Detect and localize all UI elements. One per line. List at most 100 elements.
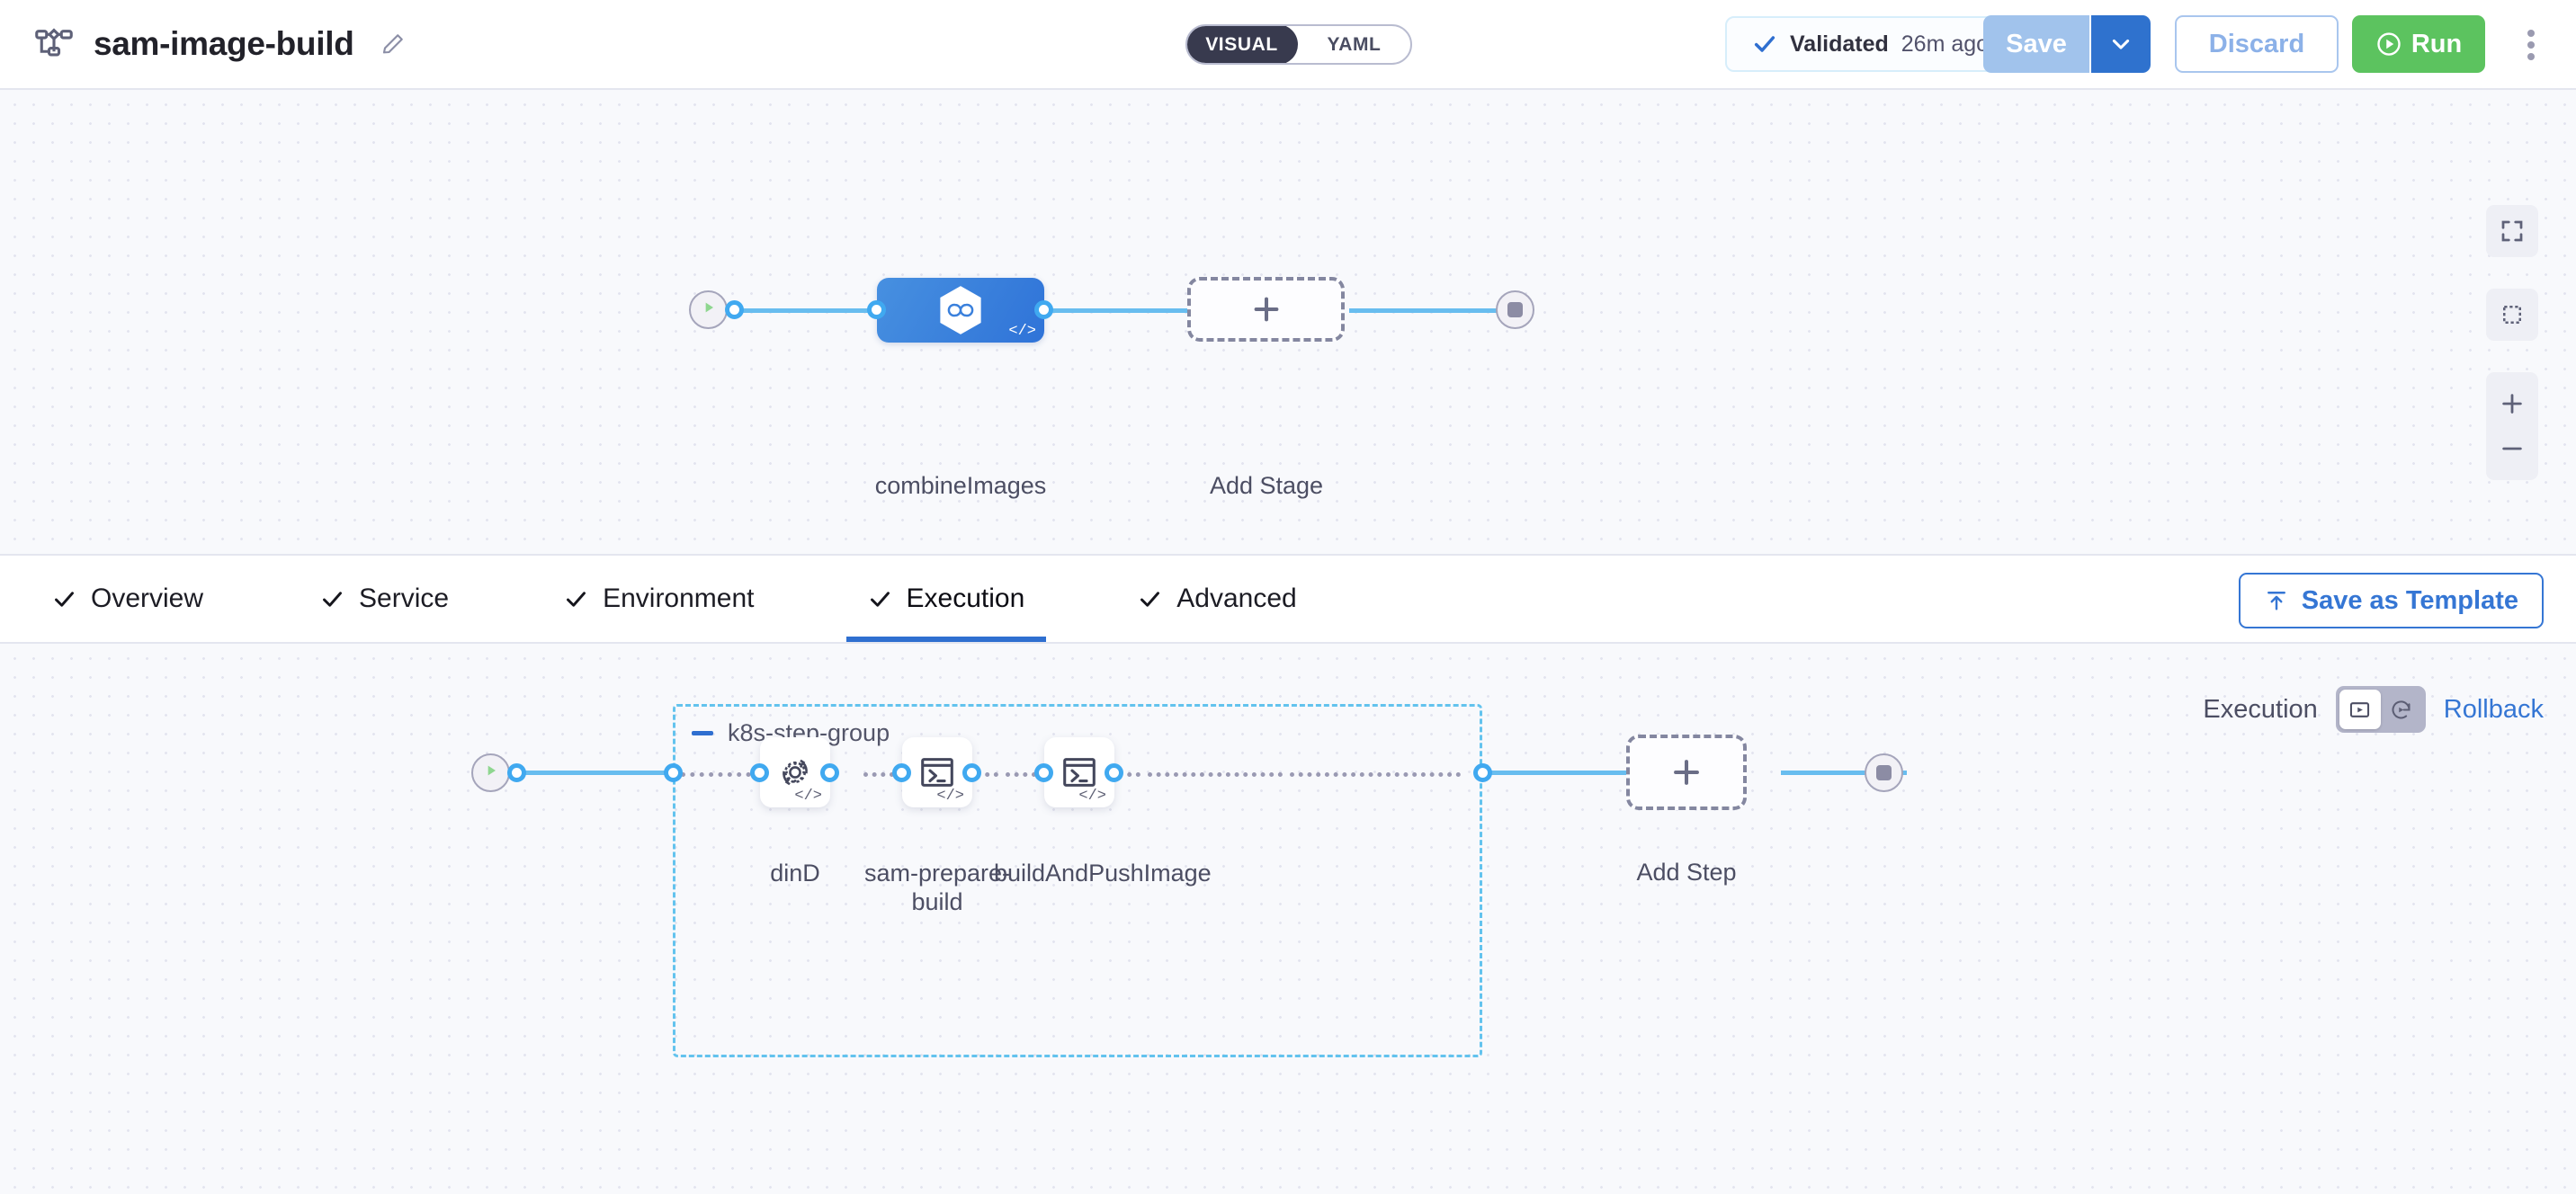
add-stage-button[interactable] [1187, 277, 1345, 342]
play-circle-icon [2375, 31, 2402, 58]
execution-mode-controls[interactable]: Execution Rol [2203, 686, 2544, 733]
stage-edge-end [1349, 308, 1516, 313]
stage-config-tabs[interactable]: Overview Service Environment Execution A… [0, 554, 2576, 644]
execution-mode-switch[interactable] [2335, 686, 2426, 733]
play-icon [700, 298, 718, 321]
fit-to-screen-button[interactable] [2486, 205, 2538, 257]
tab-visual[interactable]: VISUAL [1187, 26, 1298, 63]
plus-icon [2498, 389, 2527, 418]
stage-caption: combineImages [874, 472, 1047, 499]
page-title: sam-image-build [94, 25, 354, 62]
step3-in-dot[interactable] [1034, 763, 1053, 782]
discard-button[interactable]: Discard [2175, 15, 2339, 73]
tab-advanced[interactable]: Advanced [1136, 556, 1298, 642]
execution-end-node[interactable] [1865, 753, 1903, 792]
view-mode-toggle[interactable]: VISUAL YAML [1185, 24, 1412, 65]
add-step-button[interactable] [1626, 735, 1747, 810]
stage-node-combineimages[interactable]: </> [877, 278, 1044, 343]
validation-time: 26m ago [1901, 31, 1990, 57]
save-split-button[interactable]: Save [1983, 15, 2151, 73]
pencil-icon[interactable] [374, 31, 407, 58]
play-box-icon [2348, 698, 2372, 722]
pipeline-end-node[interactable] [1496, 290, 1534, 329]
execution-start-node[interactable] [471, 753, 510, 792]
tab-label: Overview [91, 584, 204, 613]
execution-mode-label: Execution [2203, 694, 2318, 724]
selection-box-button[interactable] [2486, 289, 2538, 341]
gear-rotate-icon [783, 759, 808, 786]
canvas-zoom-controls[interactable] [2486, 205, 2538, 480]
tab-overview[interactable]: Overview [50, 556, 205, 642]
rollback-link[interactable]: Rollback [2443, 694, 2544, 724]
execution-start-dot[interactable] [507, 763, 526, 782]
step3-out-dot[interactable] [1105, 763, 1123, 782]
zoom-in-button[interactable] [2486, 381, 2538, 426]
check-icon [567, 591, 586, 607]
upload-template-icon [2264, 588, 2289, 613]
add-stage-caption: Add Stage [1209, 472, 1324, 499]
step-node-sam-prepare-build[interactable]: </> [902, 737, 972, 807]
check-icon [1140, 591, 1160, 607]
stage-connector-dot[interactable] [725, 300, 744, 319]
plus-icon [1667, 753, 1706, 792]
zoom-out-button[interactable] [2486, 426, 2538, 471]
code-badge: </> [1078, 788, 1106, 805]
execution-edge-start [517, 771, 675, 775]
save-as-template-label: Save as Template [2301, 585, 2518, 615]
tab-service[interactable]: Service [318, 556, 451, 642]
tab-label: Advanced [1176, 584, 1297, 613]
stage-edge-start [738, 308, 877, 313]
terminal-icon [921, 758, 953, 787]
save-dropdown-button[interactable] [2091, 15, 2151, 73]
kebab-dot [2527, 41, 2535, 49]
mode-execution-button[interactable] [2339, 690, 2381, 729]
kebab-menu-icon[interactable] [2517, 30, 2545, 60]
kebab-dot [2527, 53, 2535, 60]
tab-label: Service [359, 584, 450, 613]
execution-canvas[interactable]: Execution Rol [0, 644, 2576, 1194]
code-badge: </> [1008, 323, 1036, 340]
mode-rollback-button[interactable] [2381, 690, 2422, 729]
expand-icon [2499, 218, 2526, 245]
status-badge: Validated 26m ago [1725, 16, 2017, 72]
check-icon [870, 591, 890, 607]
save-as-template-button[interactable]: Save as Template [2238, 573, 2544, 628]
stop-icon [1876, 765, 1892, 780]
step-edge-5 [1290, 772, 1461, 777]
stage-output-dot[interactable] [1034, 300, 1053, 319]
run-label: Run [2411, 29, 2463, 58]
harness-hexagon-icon [937, 285, 984, 335]
step2-in-dot[interactable] [892, 763, 911, 782]
tab-environment[interactable]: Environment [562, 556, 756, 642]
minus-icon [2498, 434, 2527, 463]
pipeline-start-node[interactable] [689, 290, 728, 329]
step-edge-1 [681, 772, 760, 777]
add-step-caption: Add Step [1636, 859, 1737, 886]
group-exit-dot[interactable] [1473, 763, 1492, 782]
step-node-buildandpushimage[interactable]: </> [1044, 737, 1114, 807]
group-entry-dot[interactable] [664, 763, 683, 782]
code-badge: </> [936, 788, 964, 805]
marquee-select-icon [2499, 301, 2526, 328]
stage-input-dot[interactable] [867, 300, 886, 319]
stage-canvas[interactable]: </> combineImages Add Stage [0, 90, 2576, 554]
plus-icon [1248, 290, 1285, 328]
minus-icon[interactable] [692, 731, 713, 735]
rollback-icon [2389, 698, 2413, 722]
step-node-dind[interactable]: </> [760, 737, 830, 807]
kebab-dot [2527, 30, 2535, 37]
stage-edge-mid [1043, 308, 1223, 313]
run-button[interactable]: Run [2352, 15, 2485, 73]
step-group-k8s[interactable]: k8s-step-group [673, 704, 1482, 1057]
execution-edge-addstep-out [1781, 771, 1907, 775]
step2-out-dot[interactable] [962, 763, 981, 782]
step1-in-dot[interactable] [750, 763, 769, 782]
step1-out-dot[interactable] [820, 763, 839, 782]
execution-edge-addstep-in [1482, 771, 1626, 775]
save-button[interactable]: Save [1983, 15, 2091, 73]
tab-execution[interactable]: Execution [845, 556, 1046, 642]
tab-yaml[interactable]: YAML [1327, 33, 1382, 55]
zoom-stack[interactable] [2486, 372, 2538, 480]
code-badge: </> [794, 788, 822, 805]
stop-icon [1507, 302, 1523, 317]
